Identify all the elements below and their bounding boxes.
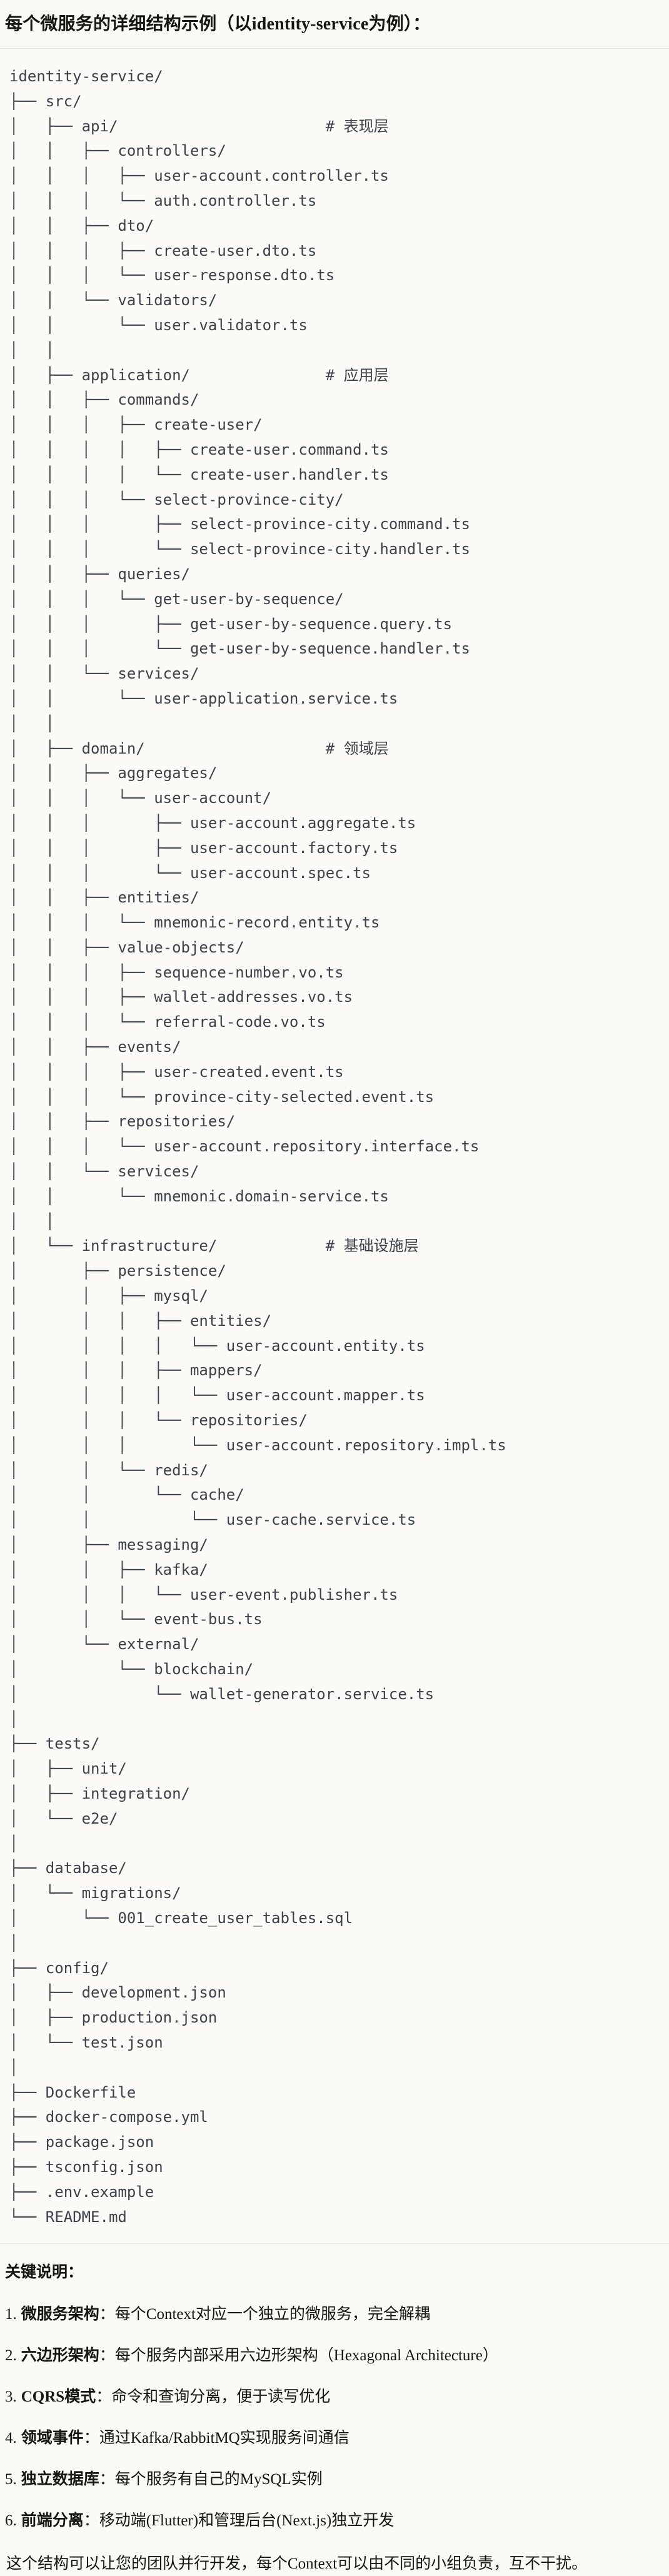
note-item: 6.前端分离：移动端(Flutter)和管理后台(Next.js)独立开发 — [5, 2513, 664, 2529]
note-text: ：每个服务有自己的MySQL实例 — [99, 2471, 323, 2488]
notes-list: 1.微服务架构：每个Context对应一个独立的微服务，完全解耦 2.六边形架构… — [5, 2306, 664, 2529]
page-title: 每个微服务的详细结构示例（以identity-service为例）： — [5, 14, 431, 34]
note-number: 3. — [5, 2388, 17, 2406]
note-label: 领域事件 — [21, 2430, 84, 2447]
note-label: 前端分离 — [21, 2512, 84, 2530]
note-label: CQRS模式 — [21, 2388, 96, 2406]
notes-heading: 关键说明： — [5, 2264, 84, 2281]
note-item: 5.独立数据库：每个服务有自己的MySQL实例 — [5, 2472, 664, 2488]
note-text: ：每个服务内部采用六边形架构（Hexagonal Architecture） — [99, 2347, 498, 2365]
note-number: 1. — [5, 2306, 17, 2323]
file-tree: identity-service/ ├── src/ │ ├── api/ # … — [9, 68, 506, 2226]
note-text: ：命令和查询分离，便于读写优化 — [96, 2388, 331, 2406]
note-number: 5. — [5, 2471, 17, 2488]
note-number: 4. — [5, 2430, 17, 2447]
note-item: 3.CQRS模式：命令和查询分离，便于读写优化 — [5, 2389, 664, 2405]
note-label: 微服务架构 — [21, 2306, 99, 2323]
note-item: 1.微服务架构：每个Context对应一个独立的微服务，完全解耦 — [5, 2306, 664, 2323]
footer-note: 这个结构可以让您的团队并行开发，每个Context可以由不同的小组负责，互不干扰… — [6, 2555, 588, 2573]
file-tree-code-block: identity-service/ ├── src/ │ ├── api/ # … — [0, 48, 669, 2245]
note-number: 2. — [5, 2347, 17, 2365]
note-text: ：移动端(Flutter)和管理后台(Next.js)独立开发 — [83, 2512, 395, 2530]
note-number: 6. — [5, 2512, 17, 2530]
note-item: 2.六边形架构：每个服务内部采用六边形架构（Hexagonal Architec… — [5, 2348, 664, 2364]
note-item: 4.领域事件：通过Kafka/RabbitMQ实现服务间通信 — [5, 2430, 664, 2447]
note-label: 独立数据库 — [21, 2471, 99, 2488]
note-text: ：通过Kafka/RabbitMQ实现服务间通信 — [83, 2430, 350, 2447]
note-text: ：每个Context对应一个独立的微服务，完全解耦 — [99, 2306, 430, 2323]
note-label: 六边形架构 — [21, 2347, 99, 2365]
notes-section: 关键说明： 1.微服务架构：每个Context对应一个独立的微服务，完全解耦 2… — [0, 2263, 669, 2576]
